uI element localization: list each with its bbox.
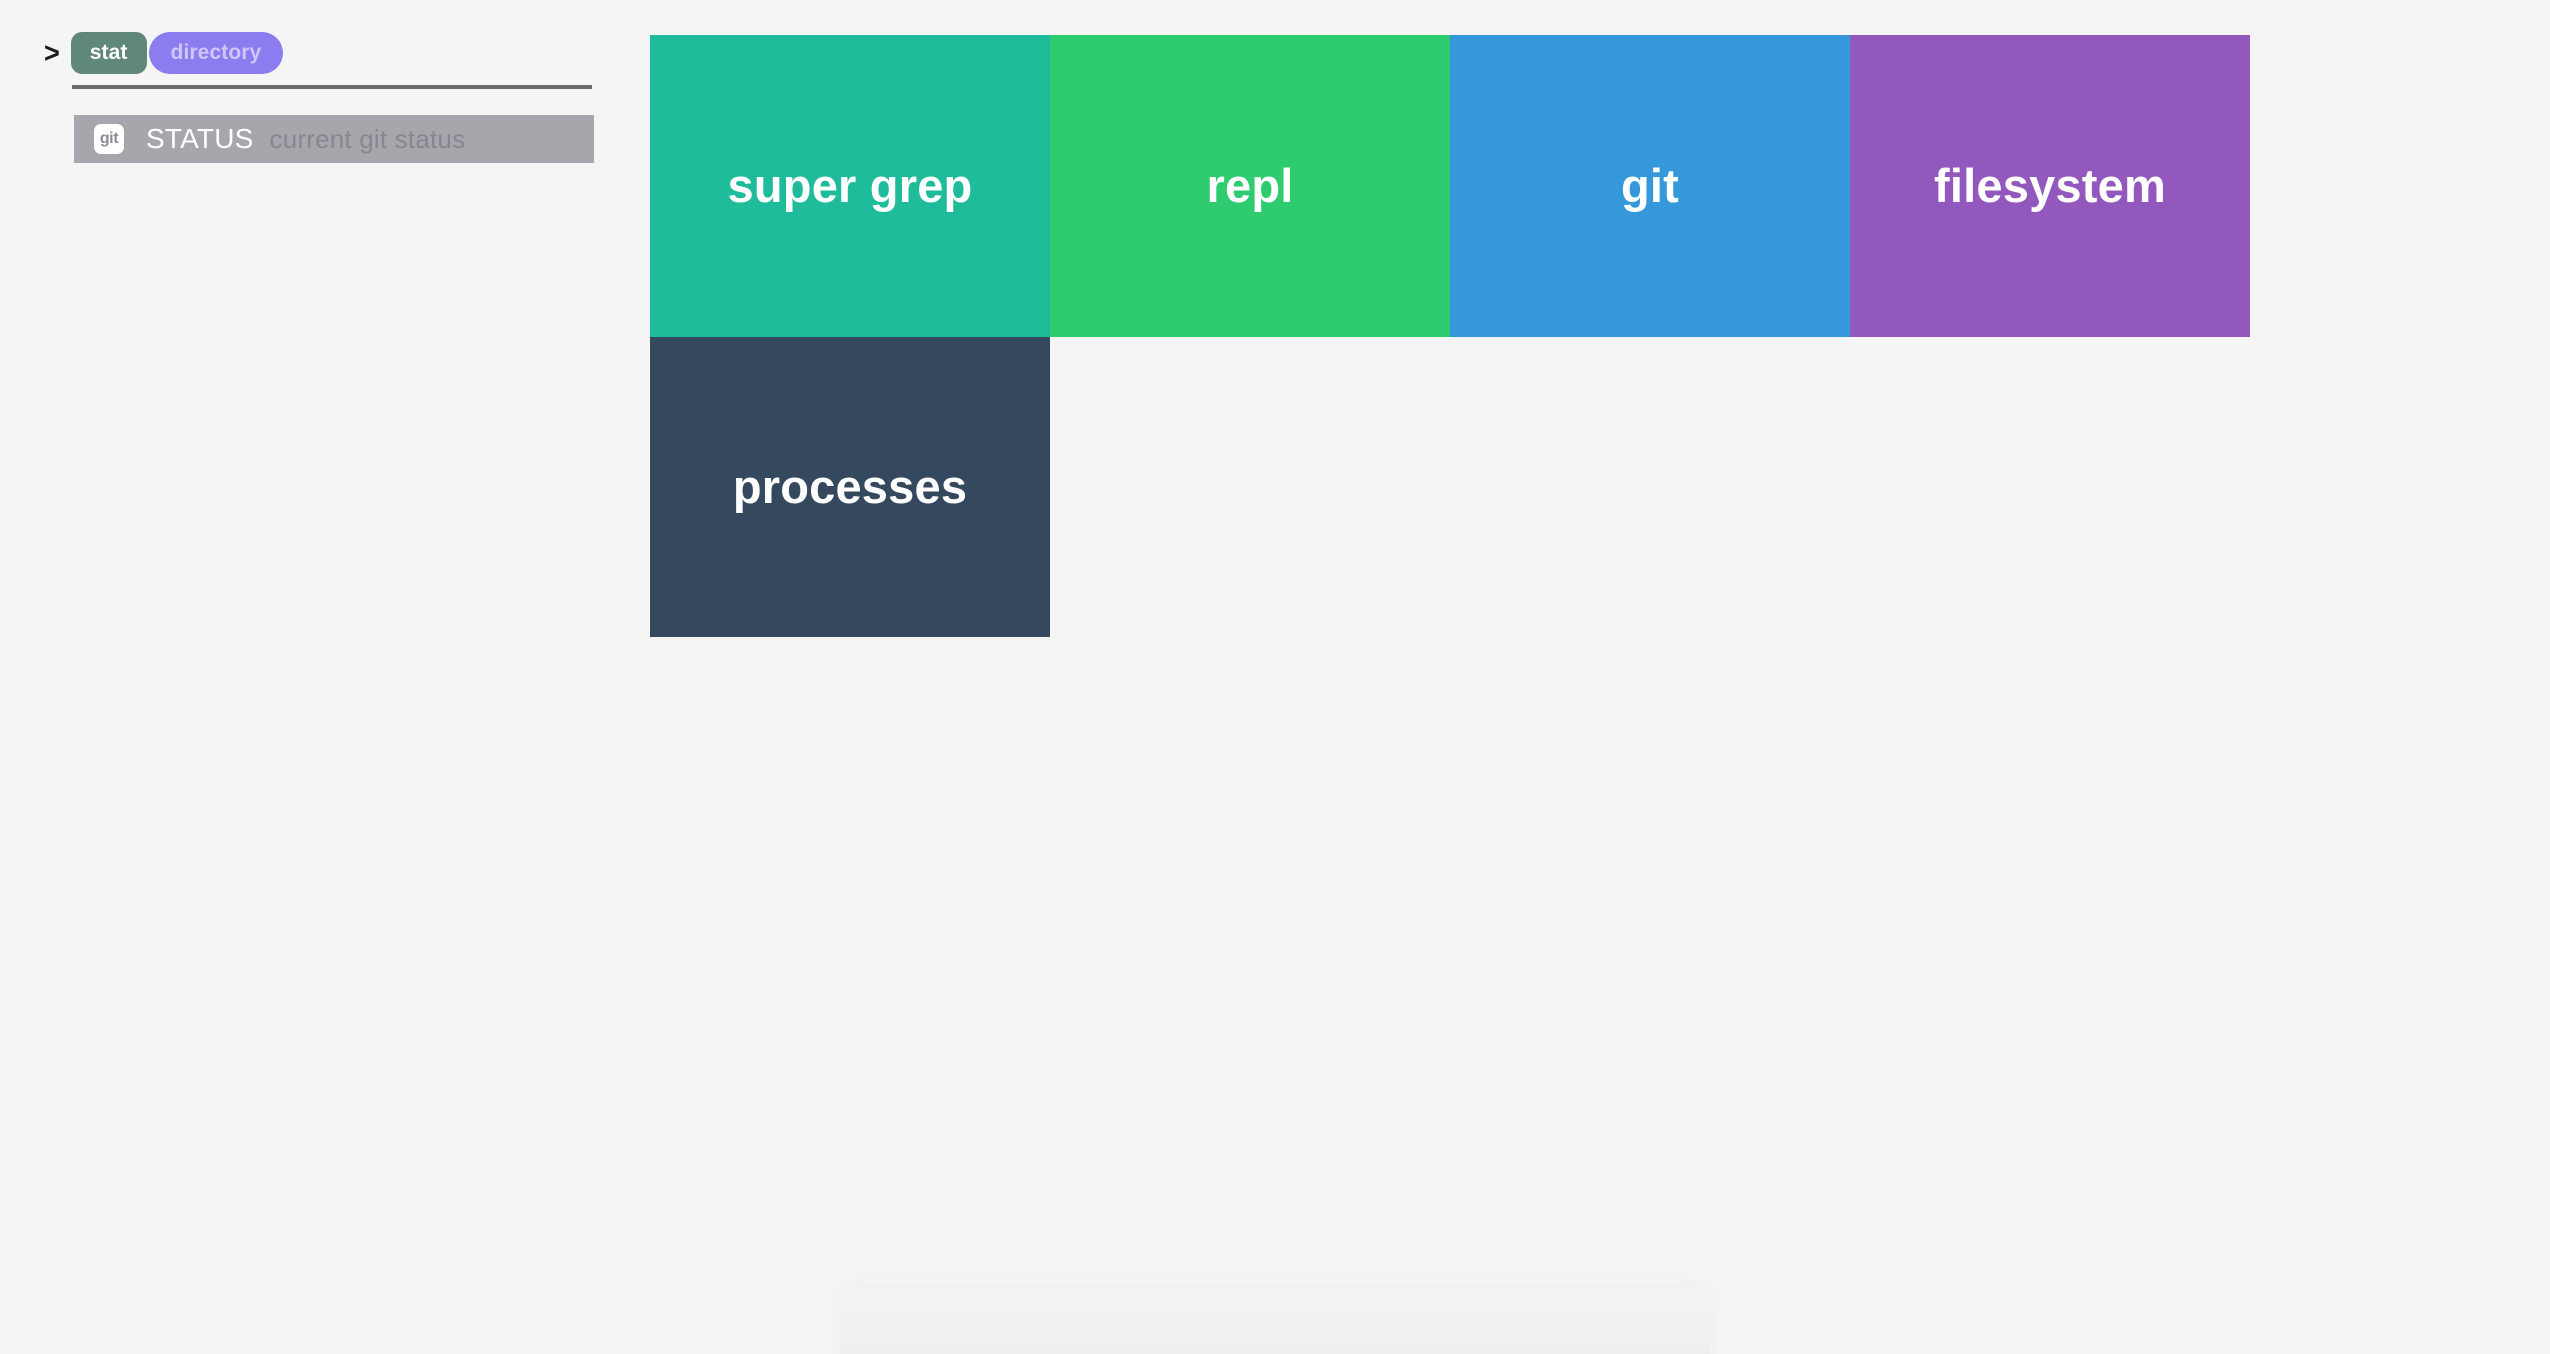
tile-git[interactable]: git [1450, 35, 1850, 337]
tile-label: repl [1206, 159, 1294, 213]
command-token-stat[interactable]: stat [70, 32, 147, 74]
command-input-row[interactable]: > stat directory [44, 32, 284, 74]
git-icon: git [94, 124, 124, 154]
suggestion-item-status[interactable]: git STATUS current git status [74, 115, 594, 163]
tile-label: filesystem [1934, 159, 2166, 213]
tile-repl[interactable]: repl [1050, 35, 1450, 337]
command-token-directory[interactable]: directory [148, 32, 284, 74]
tile-processes[interactable]: processes [650, 337, 1050, 637]
tile-label: super grep [727, 159, 973, 213]
suggestion-title: STATUS [146, 123, 254, 154]
tile-filesystem[interactable]: filesystem [1850, 35, 2250, 337]
bottom-panel-peek [840, 1288, 1710, 1354]
command-divider [72, 85, 592, 89]
suggestion-description: current git status [269, 123, 466, 154]
command-palette: > stat directory git STATUS current git … [0, 0, 640, 200]
tile-super-grep[interactable]: super grep [650, 35, 1050, 337]
tile-label: git [1620, 159, 1680, 213]
tile-label: processes [732, 460, 968, 514]
tile-grid: super grep repl git filesystem processes [650, 35, 2250, 637]
prompt-caret-icon: > [44, 36, 60, 69]
